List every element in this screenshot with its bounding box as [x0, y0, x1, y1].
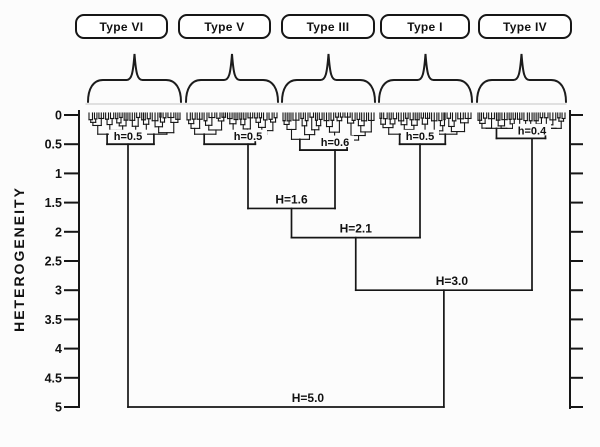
y-tick-label: 1.5: [45, 196, 62, 210]
between-merge-label: H=1.6: [275, 192, 308, 206]
label-backing: [109, 129, 147, 142]
y-tick-label: 4: [55, 342, 62, 356]
group-brace: [185, 53, 279, 103]
label-backing: [229, 129, 267, 142]
group-brace: [281, 53, 376, 103]
label-backing: [333, 221, 378, 235]
group-label-box-type-v: Type V: [178, 14, 271, 39]
label-backing: [285, 391, 330, 404]
group-label-box-type-i: Type I: [380, 14, 470, 39]
label-backing: [316, 135, 354, 148]
group-label-box-type-iii: Type III: [281, 14, 375, 39]
y-tick-label: 0.5: [45, 138, 62, 152]
label-backing: [513, 123, 551, 136]
group-brace: [87, 53, 182, 103]
label-backing: [429, 274, 474, 287]
between-merge-label: H=5.0: [292, 391, 325, 405]
y-tick-label: 1: [55, 167, 62, 181]
label-backing: [269, 192, 314, 205]
group-label-box-type-vi: Type VI: [75, 14, 168, 39]
y-tick-label: 3: [55, 284, 62, 298]
within-merge-label: h=0.5: [234, 131, 262, 143]
group-brace: [378, 53, 473, 103]
y-tick-label: 5: [55, 401, 62, 415]
y-tick-label: 2.5: [45, 255, 62, 269]
label-backing: [401, 129, 439, 142]
within-merge-label: h=0.5: [114, 131, 142, 143]
y-tick-label: 2: [55, 225, 62, 239]
y-tick-label: 0: [55, 109, 62, 123]
between-merge-label: H=3.0: [436, 274, 469, 288]
within-merge-label: h=0.6: [321, 137, 349, 149]
group-label-box-type-iv: Type IV: [478, 14, 572, 39]
within-merge-label: h=0.4: [518, 125, 547, 137]
between-merge-label: H=2.1: [340, 222, 373, 236]
y-tick-label: 4.5: [45, 371, 62, 385]
y-tick-label: 3.5: [45, 313, 62, 327]
group-brace: [476, 53, 567, 103]
within-merge-label: h=0.5: [406, 131, 434, 143]
y-axis-title: HETEROGENEITY: [11, 186, 27, 332]
